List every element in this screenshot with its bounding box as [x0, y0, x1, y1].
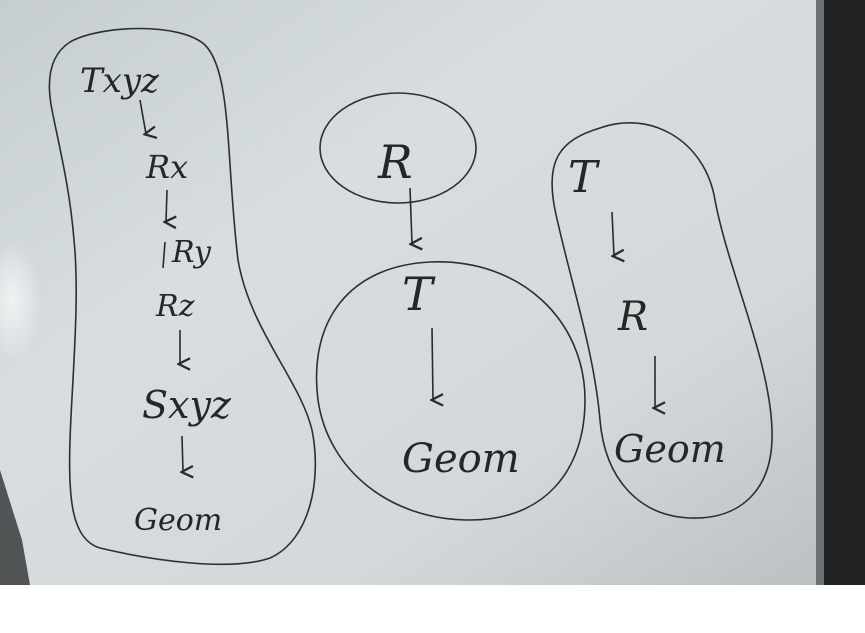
board-frame-edge	[816, 0, 824, 585]
right-label-t: T	[568, 152, 601, 203]
left-label-geom: Geom	[134, 503, 222, 538]
left-arrow-1	[139, 99, 146, 134]
right-label-r: R	[617, 294, 648, 340]
middle-bottom-outline	[315, 261, 586, 521]
board-shadow-left	[0, 470, 30, 585]
left-label-rx: Rx	[145, 148, 188, 186]
board-frame-right	[823, 0, 865, 585]
middle-arrow-t-to-geom	[432, 327, 433, 400]
board-surface	[0, 0, 865, 585]
middle-arrow-r-to-t	[410, 187, 412, 244]
whiteboard-drawing: Txyz Rx Ry Rz Sxyz Geom R T Geom T R	[0, 0, 865, 585]
middle-top-outline	[319, 92, 477, 204]
left-label-ry: Ry	[171, 235, 212, 270]
right-label-geom: Geom	[614, 427, 726, 471]
middle-bottom-label-geom: Geom	[402, 436, 520, 482]
bottom-whitespace	[0, 585, 865, 633]
left-label-sxyz: Sxyz	[142, 383, 232, 427]
whiteboard: Txyz Rx Ry Rz Sxyz Geom R T Geom T R	[0, 0, 865, 585]
left-tick-ry	[162, 241, 166, 269]
middle-bottom-label-t: T	[402, 267, 436, 321]
left-label-rz: Rz	[155, 289, 195, 324]
right-arrow-t-to-r	[612, 211, 614, 256]
left-arrow-4	[182, 435, 183, 472]
left-group-outline	[48, 27, 317, 566]
left-label-txyz: Txyz	[80, 61, 160, 101]
light-glare	[0, 240, 42, 360]
left-arrow-2	[166, 189, 167, 222]
right-group-outline	[551, 122, 773, 519]
middle-top-label-r: R	[377, 135, 413, 189]
